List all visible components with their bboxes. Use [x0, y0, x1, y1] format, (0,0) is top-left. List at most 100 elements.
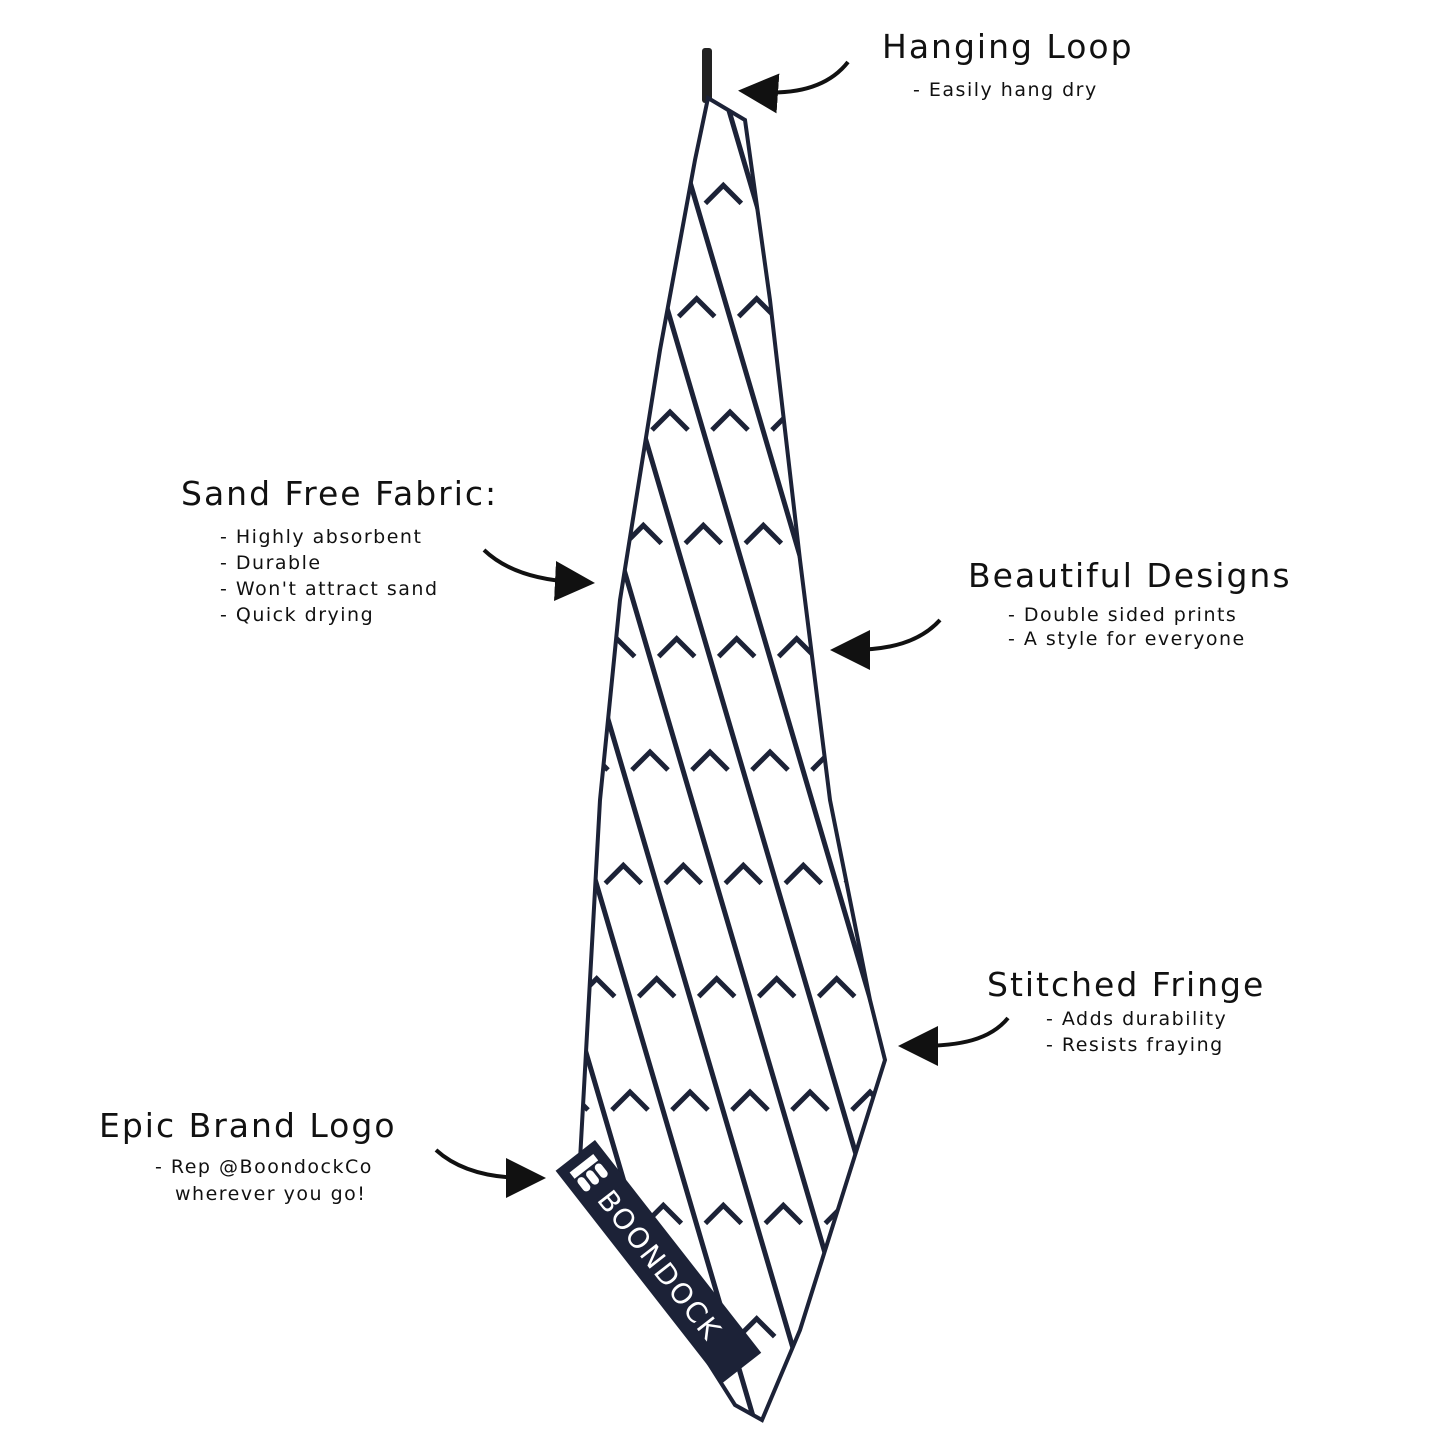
pattern-chevron [1319, 639, 1355, 657]
pattern-chevron [710, 408, 750, 432]
pattern-stripe [580, 98, 883, 1420]
pattern-chevron [580, 1315, 597, 1339]
pattern-chevron [796, 295, 837, 319]
pattern-chevron [319, 299, 355, 317]
pattern-chevron [1152, 72, 1188, 90]
pattern-chevron [519, 979, 555, 997]
pattern-chevron [232, 412, 268, 430]
towel [225, 72, 1445, 1440]
pattern-chevron [225, 185, 261, 203]
pattern-chevron [945, 1205, 981, 1223]
pattern-chevron [465, 185, 501, 203]
arrow-hanging-loop [738, 60, 850, 114]
pattern-chevron [1245, 185, 1281, 203]
pattern-chevron [299, 639, 335, 657]
point: - Easily hang dry [913, 79, 1098, 101]
pattern-chevron [736, 295, 777, 319]
pattern-chevron [492, 1092, 528, 1110]
pattern-chevron [1405, 525, 1441, 543]
pattern-chevron [1299, 979, 1335, 997]
pattern-chevron [1025, 865, 1061, 883]
pattern-chevron [472, 412, 508, 430]
pattern-chevron [852, 72, 888, 90]
pattern-chevron [939, 979, 975, 997]
pattern-chevron [465, 1205, 501, 1223]
pattern-chevron [1212, 72, 1248, 90]
pattern-chevron [1272, 1092, 1308, 1110]
pattern-chevron [1399, 299, 1435, 317]
arrow-fringe [898, 1016, 1010, 1066]
pattern-stripe [777, 98, 885, 1420]
pattern-chevron [1392, 72, 1428, 90]
hanging-loop-points: - Easily hang dry [913, 77, 1098, 103]
pattern-stripe [1140, 80, 1445, 1440]
pattern-chevron [763, 181, 804, 206]
pattern-chevron [1332, 72, 1368, 90]
pattern-stripe [580, 98, 583, 1420]
pattern-chevron [756, 975, 797, 999]
pattern-chevron [1072, 412, 1108, 430]
point: - Highly absorbent [220, 526, 423, 548]
pattern-chevron [499, 1319, 535, 1337]
fringe-points: - Adds durability - Resists fraying [1046, 1006, 1227, 1058]
pattern-chevron [1372, 412, 1408, 430]
pattern-chevron [1045, 525, 1081, 543]
pattern-chevron [603, 861, 644, 886]
pattern-chevron [656, 635, 697, 659]
pattern-chevron [419, 639, 455, 657]
pattern-chevron [1345, 525, 1381, 543]
pattern-chevron [650, 408, 690, 432]
pattern-chevron [919, 1319, 955, 1337]
point: - Double sided prints [1008, 604, 1238, 626]
pattern-chevron [1305, 1205, 1341, 1223]
pattern-chevron [439, 299, 475, 317]
pattern-chevron [412, 412, 448, 430]
pattern-chevron [945, 185, 981, 203]
pattern-chevron [863, 521, 885, 546]
pattern-chevron [1259, 639, 1295, 657]
pattern-stripe [837, 98, 885, 1420]
pattern-chevron [616, 1315, 657, 1339]
pattern-stripe [1380, 80, 1445, 1440]
pattern-chevron [580, 295, 597, 319]
pattern-chevron [1379, 639, 1415, 657]
pattern-chevron [499, 299, 535, 317]
pattern-stripe [580, 98, 823, 1420]
pattern-chevron [1065, 185, 1101, 203]
pattern-chevron [703, 181, 744, 206]
pattern-chevron [1359, 979, 1395, 997]
pattern-chevron [823, 181, 864, 206]
pattern-chevron [979, 1319, 1015, 1337]
pattern-chevron [636, 975, 677, 999]
designs-title: Beautiful Designs [968, 556, 1292, 595]
pattern-chevron [856, 1315, 885, 1339]
pattern-chevron [379, 299, 415, 317]
pattern-chevron [736, 1315, 777, 1339]
pattern-chevron [1365, 185, 1401, 203]
pattern-chevron [616, 295, 657, 319]
sand-free-title: Sand Free Fabric: [181, 474, 499, 513]
pattern-chevron [905, 865, 941, 883]
pattern-chevron [399, 979, 435, 997]
pattern-chevron [1279, 1319, 1315, 1337]
pattern-chevron [1185, 185, 1221, 203]
pattern-chevron [479, 639, 515, 657]
pattern-chevron [979, 299, 1015, 317]
pattern-chevron [952, 412, 988, 430]
pattern-chevron [1332, 1092, 1368, 1110]
pattern-chevron [1099, 1319, 1135, 1337]
pattern-chevron [1192, 412, 1228, 430]
pattern-chevron [352, 412, 388, 430]
pattern-chevron [856, 295, 885, 319]
point: - A style for everyone [1008, 628, 1246, 650]
pattern-chevron [432, 72, 468, 90]
pattern-chevron [539, 639, 575, 657]
pattern-chevron [505, 525, 541, 543]
pattern-chevron [732, 72, 768, 90]
pattern-chevron [359, 639, 395, 657]
pattern-chevron [1052, 752, 1088, 770]
pattern-chevron [959, 639, 995, 657]
pattern-chevron [1039, 1319, 1075, 1337]
pattern-chevron [1232, 752, 1268, 770]
pattern-chevron [919, 299, 955, 317]
